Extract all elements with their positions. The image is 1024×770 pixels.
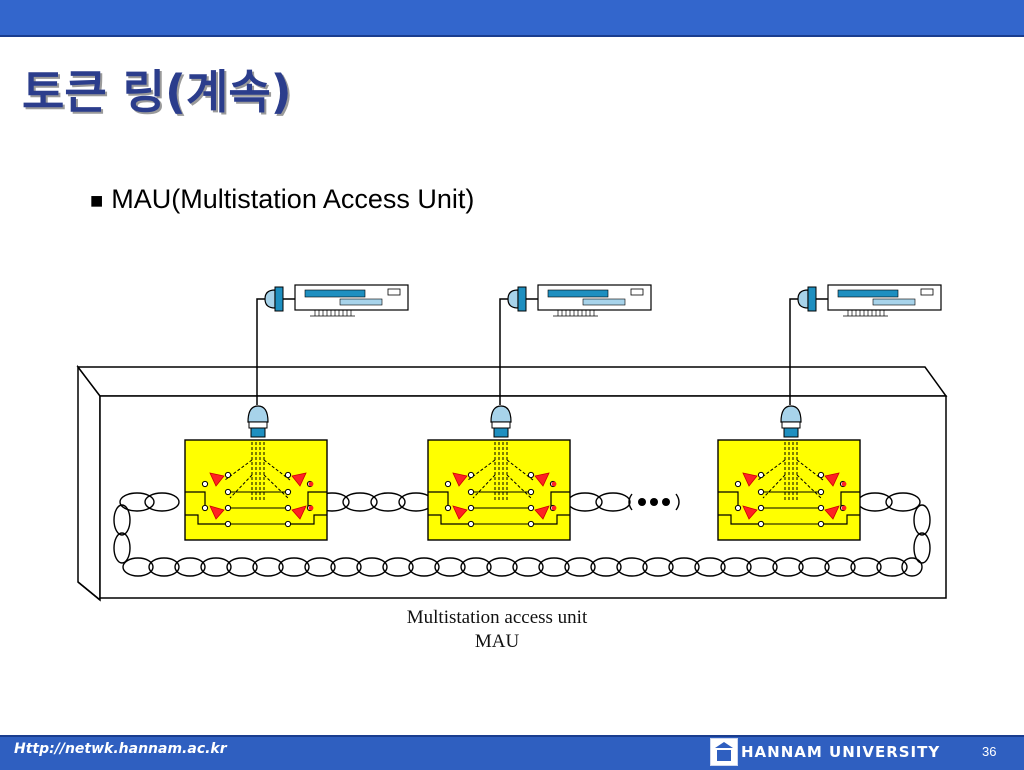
footer-bar [0,735,1024,770]
bullet-text: MAU(Multistation Access Unit) [111,184,475,214]
footer-url-link[interactable]: Http://netwk.hannam.ac.kr [14,741,227,757]
bullet-item: ■ MAU(Multistation Access Unit) [90,184,474,215]
slide-title: 토큰 링(계속) [22,65,292,119]
header-bar [0,0,1024,35]
square-bullet-icon: ■ [90,188,104,213]
diagram-caption: Multistation access unit [406,607,588,628]
header-divider [0,35,1024,37]
mau-diagram [76,284,948,602]
diagram-caption-abbrev: MAU [474,631,520,652]
page-number: 36 [982,744,997,759]
university-name: HANNAM UNIVERSITY [741,743,941,761]
university-logo-icon [710,738,738,766]
